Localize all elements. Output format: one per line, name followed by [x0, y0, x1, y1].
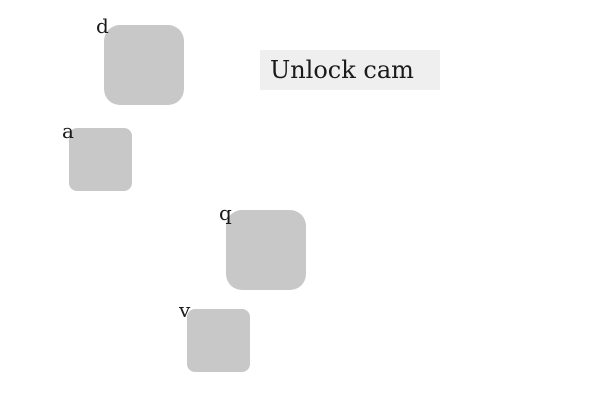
tile-d[interactable]	[104, 25, 184, 105]
tile-v[interactable]	[187, 309, 250, 372]
unlock-cam-button[interactable]: Unlock cam	[260, 50, 440, 90]
tile-a[interactable]	[69, 128, 132, 191]
tile-d-label: d	[96, 14, 109, 38]
tile-a-label: a	[62, 119, 74, 143]
tile-v-label: v	[179, 298, 191, 322]
tile-q-label: q	[219, 201, 232, 225]
tile-q[interactable]	[226, 210, 306, 290]
